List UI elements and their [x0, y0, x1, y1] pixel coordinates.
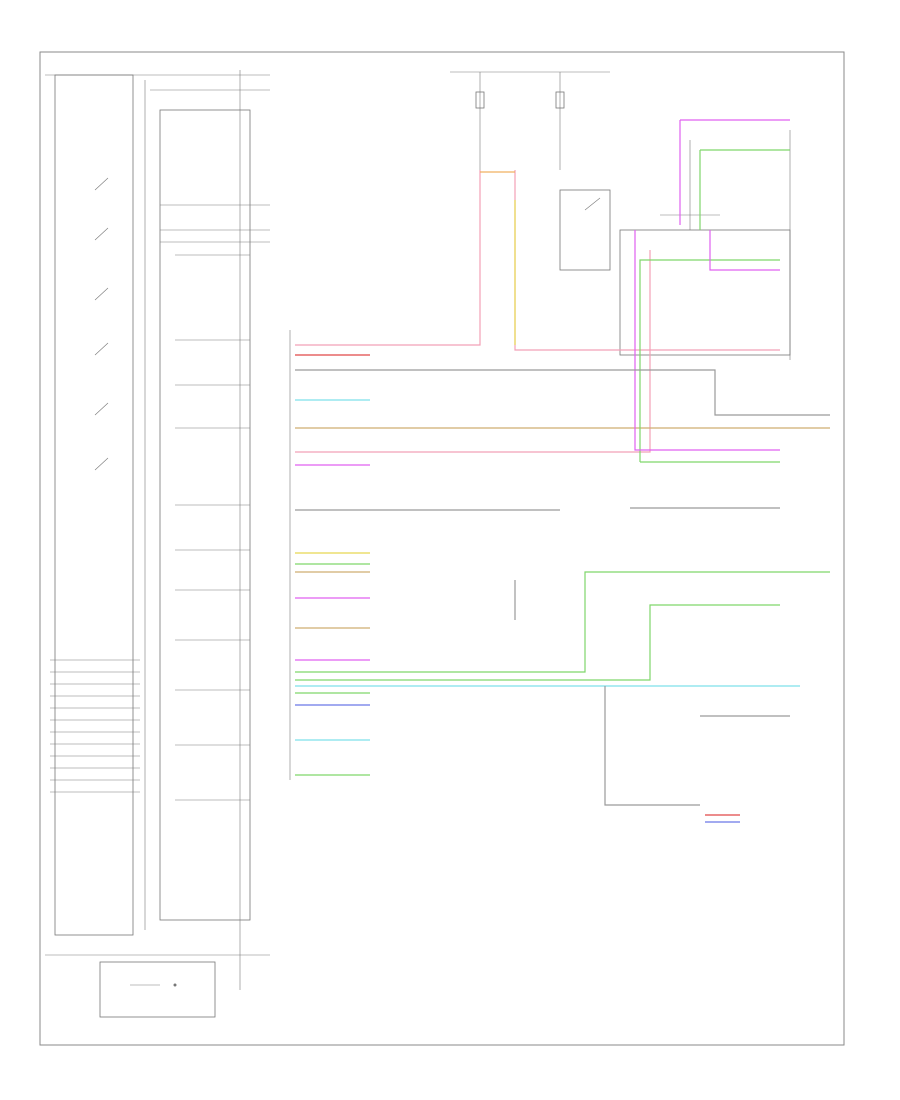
wire-violet-3 — [634, 230, 780, 451]
right-upper-module — [619, 130, 791, 360]
wire-violet-4 — [709, 230, 780, 271]
wire-gray-1 — [295, 369, 830, 416]
fuse-2 — [555, 91, 565, 109]
cluster-inner-box — [159, 109, 251, 921]
relay-box — [559, 189, 611, 271]
bottom-switch-node — [173, 983, 177, 987]
left-pin-stubs — [50, 659, 140, 793]
instrument-cluster-block — [45, 70, 270, 1018]
wire-pink-1 — [295, 170, 481, 346]
fuse-block — [450, 71, 611, 271]
wire-pink-3 — [295, 250, 651, 453]
wire-green-2 — [295, 604, 780, 681]
switch-1 — [94, 177, 109, 191]
right-module-box — [619, 229, 791, 356]
wire-green-1 — [295, 571, 830, 673]
switch-6 — [94, 457, 109, 471]
relay-switch — [584, 197, 601, 211]
switch-4 — [94, 342, 109, 356]
wire-harness — [295, 119, 830, 823]
switch-3 — [94, 287, 109, 301]
cluster-outer-box — [54, 74, 134, 936]
wire-green-4 — [639, 259, 780, 462]
bottom-switch-box — [99, 961, 216, 1018]
fuse-1 — [475, 91, 485, 109]
diagram-frame — [39, 51, 845, 1046]
switch-5 — [94, 402, 109, 416]
wire-gray-3 — [604, 686, 700, 806]
switch-2 — [94, 227, 109, 241]
